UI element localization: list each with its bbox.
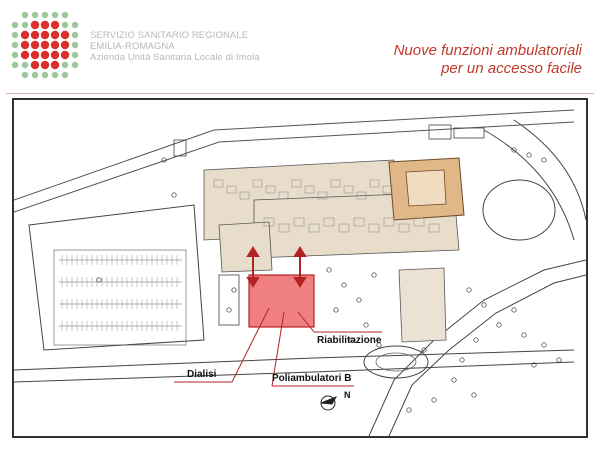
parking-area [53,249,187,346]
label-poliambulatori: Poliambulatori B [272,373,352,384]
header-divider [6,93,594,94]
regional-logo [11,11,79,79]
header: SERVIZIO SANITARIO REGIONALE EMILIA-ROMA… [0,0,600,92]
hospital-building [203,157,465,343]
label-dialisi: Dialisi [187,369,217,380]
north-arrow [320,395,338,411]
leader-lines [174,307,382,387]
site-plan-drawing [14,109,586,436]
label-north: N [344,390,351,400]
slogan-line-1: Nuove funzioni ambulatoriali [393,42,582,59]
trees [96,147,562,413]
org-line-1: SERVIZIO SANITARIO REGIONALE [90,30,249,41]
parking-stalls [59,255,182,331]
slogan: Nuove funzioni ambulatoriali per un acce… [394,42,582,78]
organization-name: SERVIZIO SANITARIO REGIONALE EMILIA-ROMA… [90,30,290,63]
label-riabilitazione: Riabilitazione [317,335,382,346]
building-detail [213,179,440,233]
site-map: Riabilitazione Dialisi Poliambulatori B … [12,98,588,438]
access-arrows [246,246,307,288]
slogan-line-2: per un accesso facile [441,60,582,77]
org-line-3: Azienda Unità Sanitaria Locale di Imola [90,52,260,63]
org-line-2: EMILIA-ROMAGNA [90,41,175,52]
